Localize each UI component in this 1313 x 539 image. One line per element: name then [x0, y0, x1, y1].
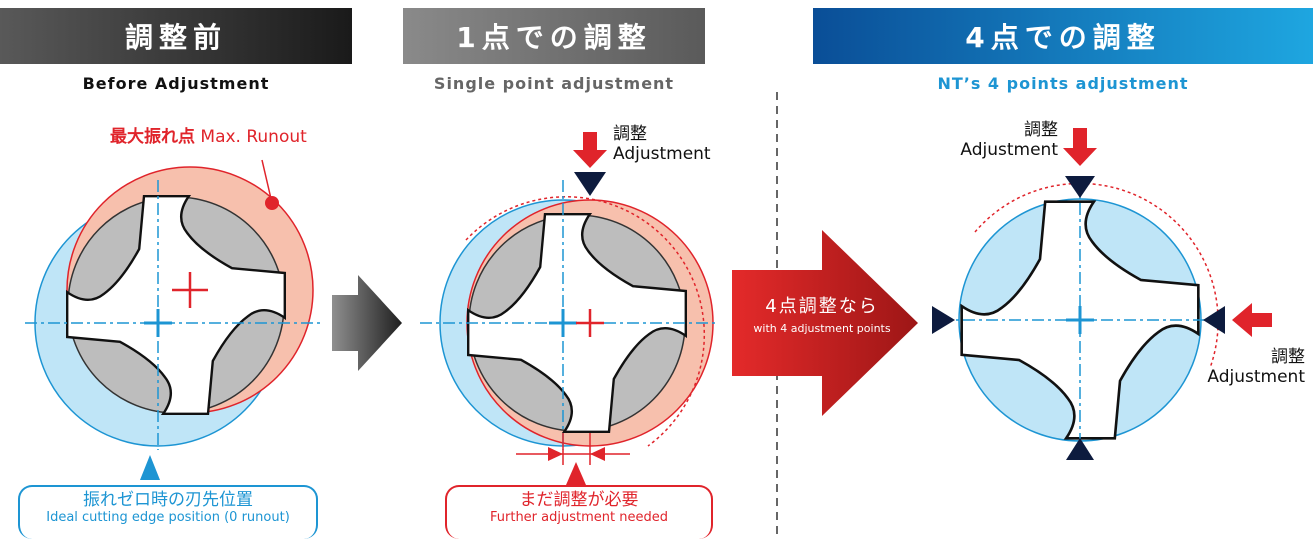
single-figure [420, 132, 715, 485]
four-adjust-top-en: Adjustment [960, 140, 1058, 160]
adjustment-arrow [573, 132, 607, 168]
ideal-pointer [140, 455, 160, 480]
gray-arrow [332, 275, 402, 371]
before-figure [25, 159, 320, 480]
ideal-center-mark [144, 309, 172, 337]
four-adjust-right-en: Adjustment [1207, 367, 1305, 387]
arrow-caption-en: with 4 adjustment points [753, 322, 891, 335]
four-figure [932, 128, 1272, 460]
max-runout-jp: 最大振れ点 [110, 127, 195, 147]
adjustment-point-left [932, 306, 955, 334]
four-adjust-top-jp: 調整 [1024, 120, 1058, 140]
four-adjust-right-label: 調整 Adjustment [1195, 347, 1305, 387]
adjustment-arrow-top [1063, 128, 1097, 166]
four-adjust-right-jp: 調整 [1271, 347, 1305, 367]
max-runout-leader [261, 159, 273, 204]
max-runout-label: 最大振れ点 Max. Runout [110, 127, 307, 147]
single-adjust-jp: 調整 [613, 124, 647, 144]
adjustment-point-right [1203, 306, 1225, 334]
subtitle-four-points: NT’s 4 points adjustment [937, 74, 1189, 93]
max-runout-en: Max. Runout [200, 127, 307, 147]
banner-before: 調整前 [0, 8, 352, 64]
adjustment-arrow-right [1232, 303, 1272, 337]
runout-center-mark [172, 272, 208, 308]
subtitle-before: Before Adjustment [82, 74, 270, 93]
banner-four-points: 4点での調整 [813, 8, 1313, 64]
subtitle-single-point: Single point adjustment [433, 74, 675, 93]
banner-single-point: 1点での調整 [403, 8, 705, 64]
arrow-caption: 4点調整なら with 4 adjustment points [732, 292, 912, 335]
further-adjustment-en: Further adjustment needed [490, 510, 668, 525]
ideal-position-en: Ideal cutting edge position (0 runout) [46, 510, 290, 525]
adjustment-point [574, 172, 606, 196]
arrow-caption-jp: 4点調整なら [765, 296, 879, 317]
four-adjust-top-label: 調整 Adjustment [948, 120, 1058, 160]
further-pointer [566, 462, 586, 485]
dotted-runout-arc [465, 196, 706, 447]
adjustment-point-top [1065, 176, 1095, 198]
adjustment-point-bottom [1066, 438, 1094, 460]
red-arrow [732, 230, 918, 416]
ideal-position-callout: 振れゼロ時の刃先位置 Ideal cutting edge position (… [18, 485, 318, 539]
single-adjust-label: 調整 Adjustment [613, 124, 711, 164]
further-adjustment-jp: まだ調整が必要 [519, 490, 639, 510]
single-adjust-en: Adjustment [613, 144, 711, 164]
ideal-position-jp: 振れゼロ時の刃先位置 [83, 490, 253, 510]
further-adjustment-callout: まだ調整が必要 Further adjustment needed [445, 485, 713, 539]
